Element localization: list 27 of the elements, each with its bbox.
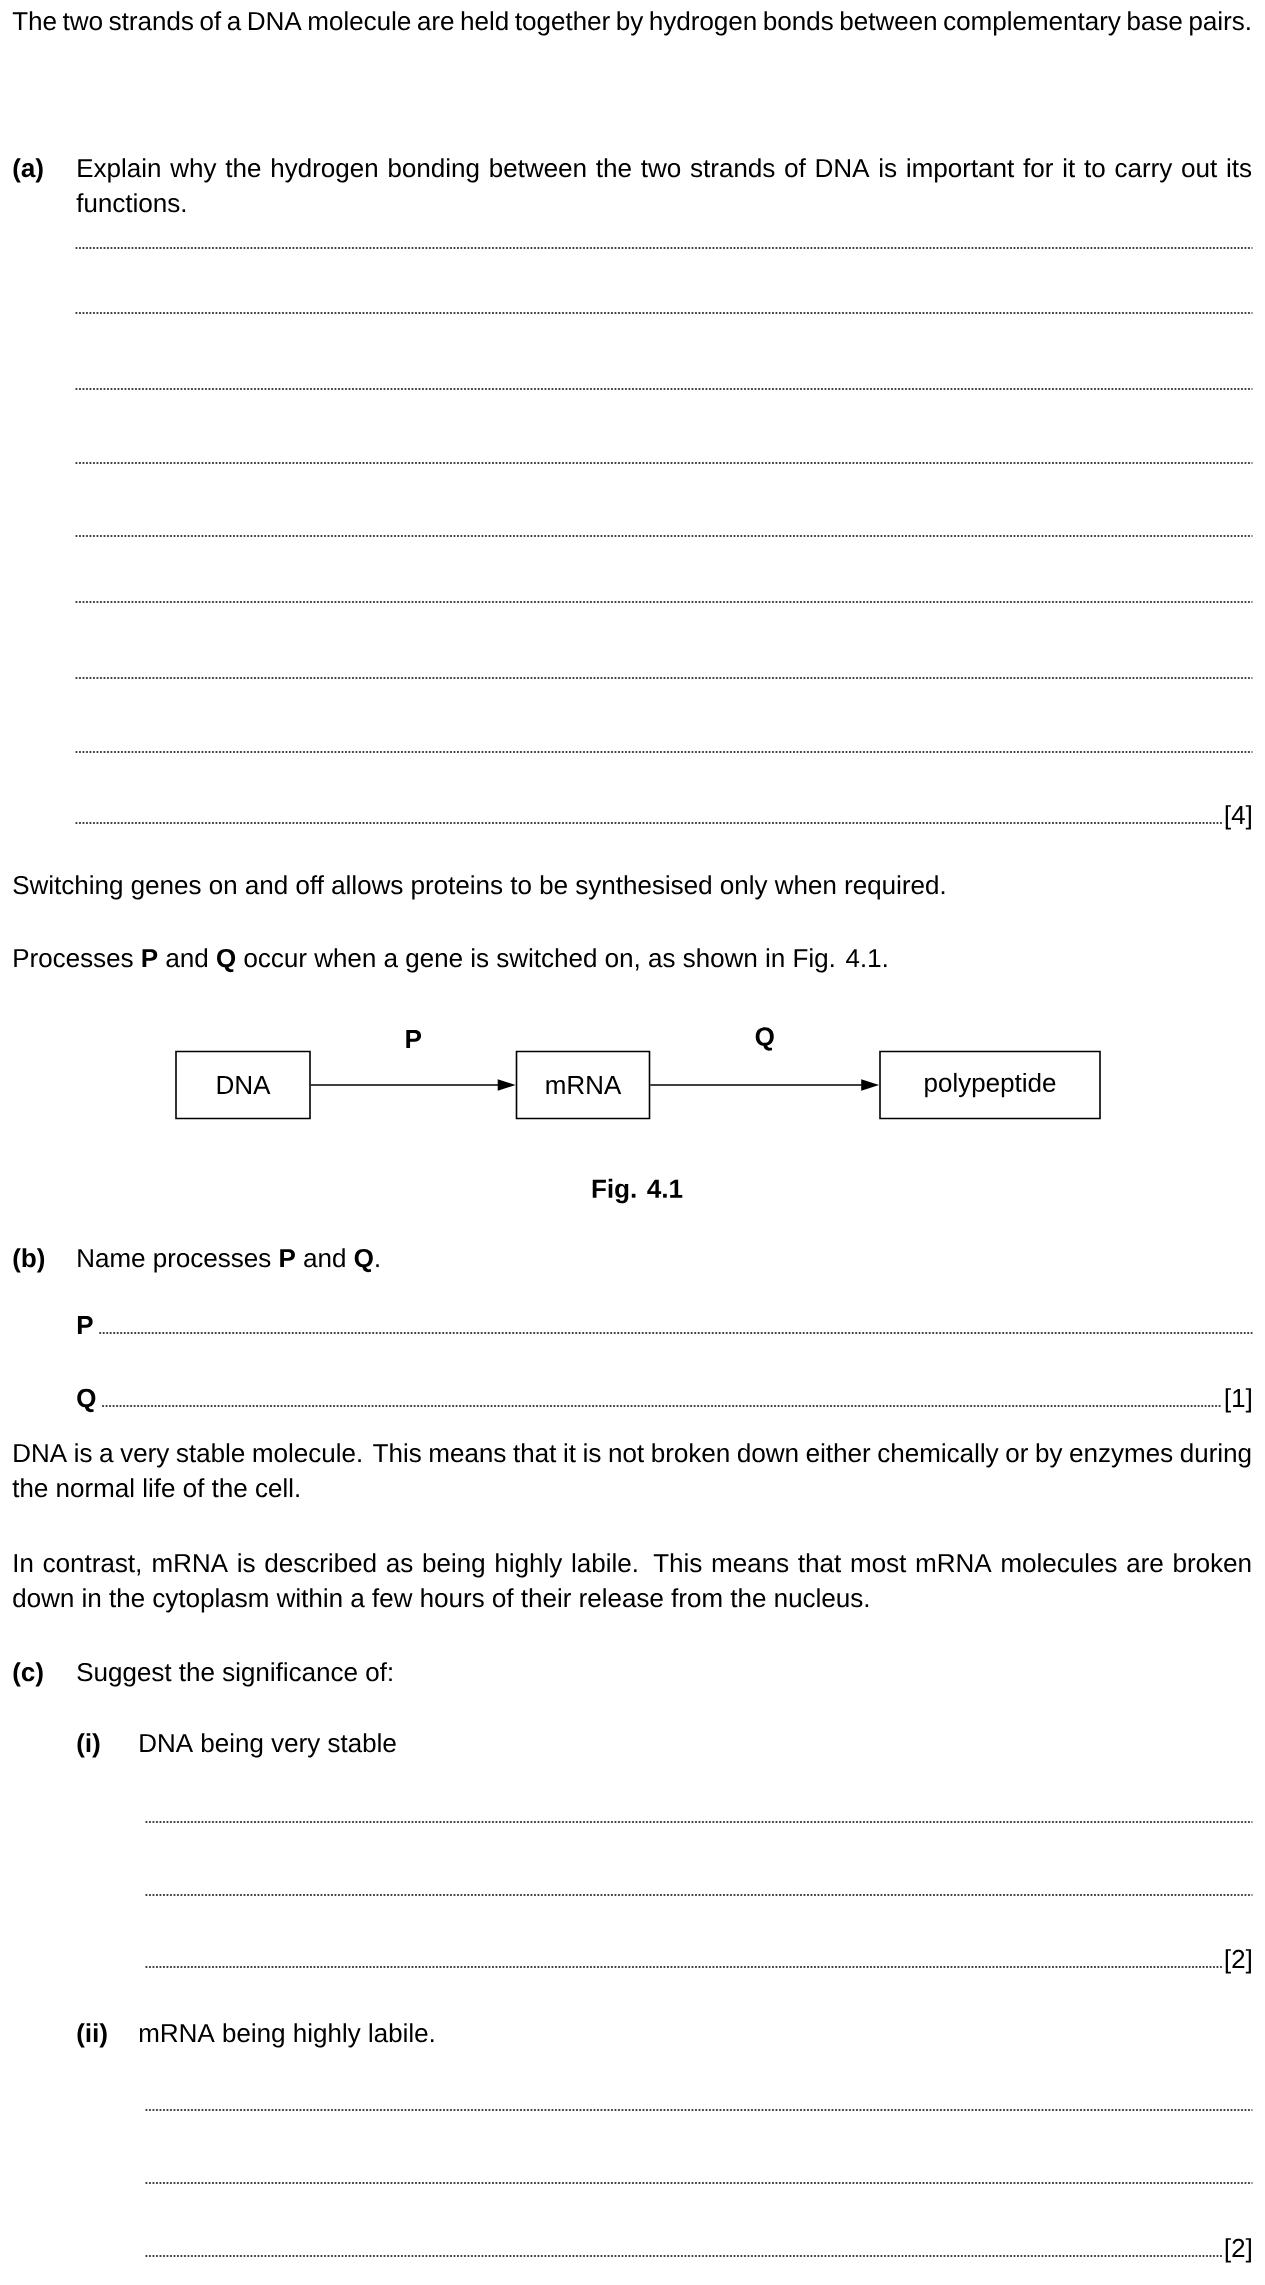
answer-label: P: [77, 1316, 93, 1334]
figure-caption: Fig. 4.1: [592, 1178, 683, 1204]
marks-label: [2]: [1225, 2238, 1251, 2263]
question-text: Name processes P and Q.: [78, 1248, 379, 1273]
edge-label: Q: [755, 1027, 774, 1051]
marks-label: [1]: [1225, 1388, 1251, 1413]
part-label: (i): [77, 1733, 100, 1758]
paragraph: The two strands of a DNA molecule are held together by hydrogen bonds between complementary base pairs.: [12, 11, 1250, 36]
edge-label: P: [406, 1030, 422, 1048]
question-text: Suggest the significance of:: [77, 1662, 392, 1687]
process-box: mRNA: [515, 1050, 651, 1120]
paragraph: DNA is a very stable molecule. This means that it is not broken down either chemically or by enzymes during the normal life of the cell.: [12, 1443, 1251, 1498]
paragraph: Processes P and Q occur when a gene is switched on, as shown in Fig. 4.1.: [14, 948, 887, 973]
answer-label: Q: [77, 1388, 96, 1413]
part-label: (ii): [77, 2023, 107, 2048]
question-text: DNA being very stable: [140, 1733, 396, 1758]
process-box: polypeptide: [879, 1050, 1101, 1120]
part-label: (a): [13, 158, 43, 183]
part-label: (b): [13, 1248, 45, 1273]
question-text: Explain why the hydrogen bonding between the two strands of DNA is important for it to carry out its functions.: [76, 158, 1252, 213]
process-box: DNA: [175, 1050, 311, 1120]
marks-label: [4]: [1225, 805, 1251, 830]
paragraph: Switching genes on and off allows proteins to be synthesised only when required.: [13, 875, 945, 900]
marks-label: [2]: [1225, 1949, 1251, 1974]
paragraph: In contrast, mRNA is described as being highly labile. This means that most mRNA molecules are broken down in the cytoplasm within a few hours of their release from the nucleus.: [13, 1553, 1251, 1613]
question-text: mRNA being highly labile.: [139, 2023, 434, 2048]
part-label: (c): [13, 1662, 43, 1687]
